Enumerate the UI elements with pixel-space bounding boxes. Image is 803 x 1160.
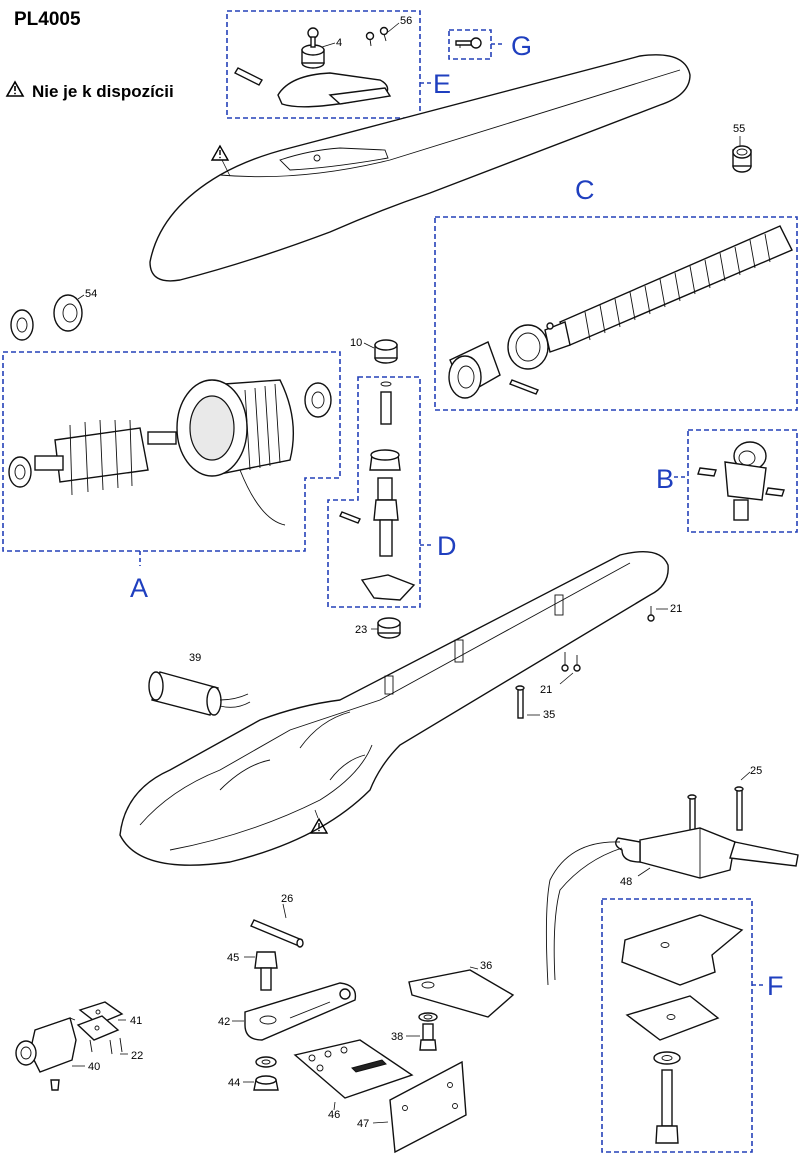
- electrovalve-40: [15, 1017, 77, 1091]
- callout-36: 36: [480, 960, 492, 972]
- group-f-label: F: [767, 971, 784, 1001]
- group-f-box: [601, 898, 753, 1153]
- callout-54: 54: [85, 288, 97, 300]
- bushing-55: [732, 145, 752, 173]
- callout-39: 39: [189, 652, 201, 664]
- dowel-pin: [234, 67, 263, 86]
- gear-shaft-d: [360, 381, 416, 601]
- bevel-gear-c: [448, 341, 501, 399]
- callout-56: 56: [400, 15, 412, 27]
- bearing-54b: [53, 294, 83, 332]
- bearing-a1: [8, 456, 32, 488]
- callout-4: 4: [336, 37, 342, 49]
- bearing-a2: [304, 382, 332, 418]
- group-d-label: D: [437, 531, 457, 561]
- group-c-label: C: [575, 175, 595, 205]
- screw-56b: [379, 26, 389, 42]
- bearing-54a: [10, 309, 34, 341]
- warning-triangle-icon: [5, 80, 25, 97]
- top-cover: [149, 54, 691, 282]
- callout-21-pair: 21: [540, 684, 552, 696]
- washer-nut-44: [253, 1056, 279, 1091]
- group-g-label: G: [511, 31, 532, 61]
- callout-45: 45: [227, 952, 239, 964]
- motor-stator: [176, 379, 294, 526]
- callout-41: 41: [130, 1015, 142, 1027]
- arm-42: [244, 982, 357, 1041]
- callout-23: 23: [355, 624, 367, 636]
- capacitor-39: [148, 671, 251, 716]
- bearing-c: [507, 322, 554, 370]
- not-available-note: Nie je k dispozícii: [32, 82, 174, 101]
- release-lock-assembly: [277, 27, 392, 108]
- group-a-label: A: [130, 573, 148, 603]
- callout-44: 44: [228, 1077, 240, 1089]
- mount-plate-f: [621, 914, 744, 1144]
- callout-46: 46: [328, 1109, 340, 1121]
- key-icon: [455, 37, 482, 49]
- worm-screw-shaft: [544, 225, 793, 353]
- callout-21-right: 21: [670, 603, 682, 615]
- screws-22: [89, 1037, 123, 1055]
- screw-21-right: [647, 606, 655, 622]
- rear-bracket: [697, 441, 785, 521]
- bolt-38: [418, 1012, 438, 1051]
- callout-38: 38: [391, 1031, 403, 1043]
- screw-56: [365, 31, 375, 47]
- callout-42: 42: [218, 1016, 230, 1028]
- plate-36: [408, 969, 515, 1018]
- motor-rotor: [34, 419, 177, 496]
- group-d-box: [327, 376, 421, 608]
- limit-switch-48: [545, 827, 799, 986]
- callout-26: 26: [281, 893, 293, 905]
- angle-bracket-47: [389, 1060, 467, 1154]
- group-a-box: [2, 351, 341, 552]
- warning-triangle-icon: [210, 144, 231, 177]
- warning-triangle-icon: [309, 809, 329, 834]
- callout-55: 55: [733, 123, 745, 135]
- bushing-10: [374, 339, 398, 364]
- bolt-45: [254, 951, 278, 991]
- callout-40: 40: [88, 1061, 100, 1073]
- gasket-41: [76, 1001, 124, 1041]
- group-e-label: E: [433, 69, 451, 99]
- screw-35: [515, 685, 525, 719]
- plate-46: [293, 1039, 414, 1099]
- pin-26: [250, 919, 304, 948]
- group-b-label: B: [656, 464, 674, 494]
- model-title: PL4005: [14, 9, 81, 30]
- bushing-23: [377, 617, 401, 639]
- pin-d: [339, 511, 361, 524]
- pin-c: [509, 379, 539, 395]
- callout-47: 47: [357, 1118, 369, 1130]
- callout-35: 35: [543, 709, 555, 721]
- group-c-box: [434, 216, 798, 411]
- callout-25: 25: [750, 765, 762, 777]
- group-b-box: [687, 429, 798, 533]
- group-e-box: [226, 10, 421, 119]
- callout-22: 22: [131, 1050, 143, 1062]
- callout-10: 10: [350, 337, 362, 349]
- screws-21-pair: [561, 652, 581, 672]
- bottom-housing: [119, 551, 669, 866]
- callout-48: 48: [620, 876, 632, 888]
